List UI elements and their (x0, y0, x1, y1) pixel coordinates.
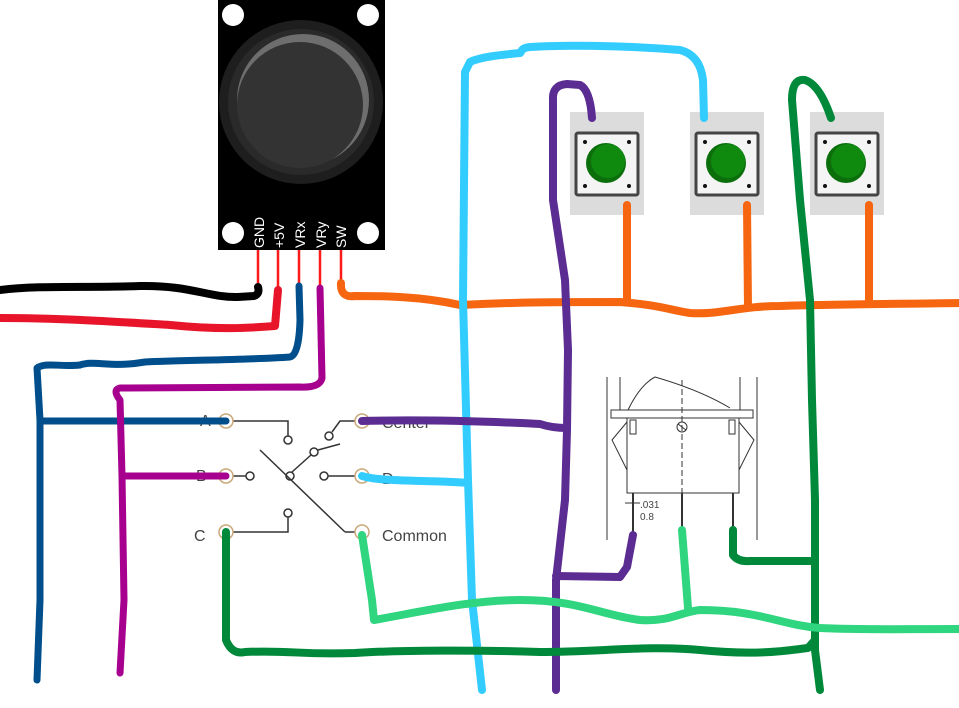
push-button-1[interactable] (570, 112, 644, 215)
mount-hole (357, 4, 379, 26)
wires (0, 41, 959, 694)
rocker-dim-top: .031 (640, 500, 660, 511)
wire-btn2-sky (358, 41, 708, 694)
wire-btn3-darkgreen (222, 75, 835, 694)
mount-hole (222, 4, 244, 26)
wire-gnd-black (0, 281, 263, 302)
label-c: C (194, 528, 206, 545)
wire-btn1-purple (358, 80, 637, 694)
wire-common-lightgreen (358, 526, 959, 634)
rotary-switch (232, 420, 358, 533)
mount-hole (222, 222, 244, 244)
pin-label-5v: +5V (271, 222, 287, 248)
wire-sw-orange (336, 201, 959, 318)
pin-label-sw: SW (333, 225, 349, 248)
rocker-dim-bottom: 0.8 (640, 512, 654, 523)
pin-label-vry: VRy (313, 222, 329, 248)
pin-label-gnd: GND (251, 217, 267, 248)
pin-label-vrx: VRx (292, 222, 308, 248)
push-button-3[interactable] (810, 112, 884, 215)
joystick-module: GND +5V VRx VRy SW (218, 0, 385, 250)
push-button-2[interactable] (690, 112, 764, 215)
wire-vry-magenta (112, 284, 326, 677)
wire-vrx-navy (33, 282, 304, 684)
rocker-switch (606, 376, 758, 540)
wire-5v-red (0, 286, 282, 333)
label-common: Common (382, 528, 447, 545)
joystick-cap[interactable] (237, 42, 363, 168)
mount-hole (357, 222, 379, 244)
